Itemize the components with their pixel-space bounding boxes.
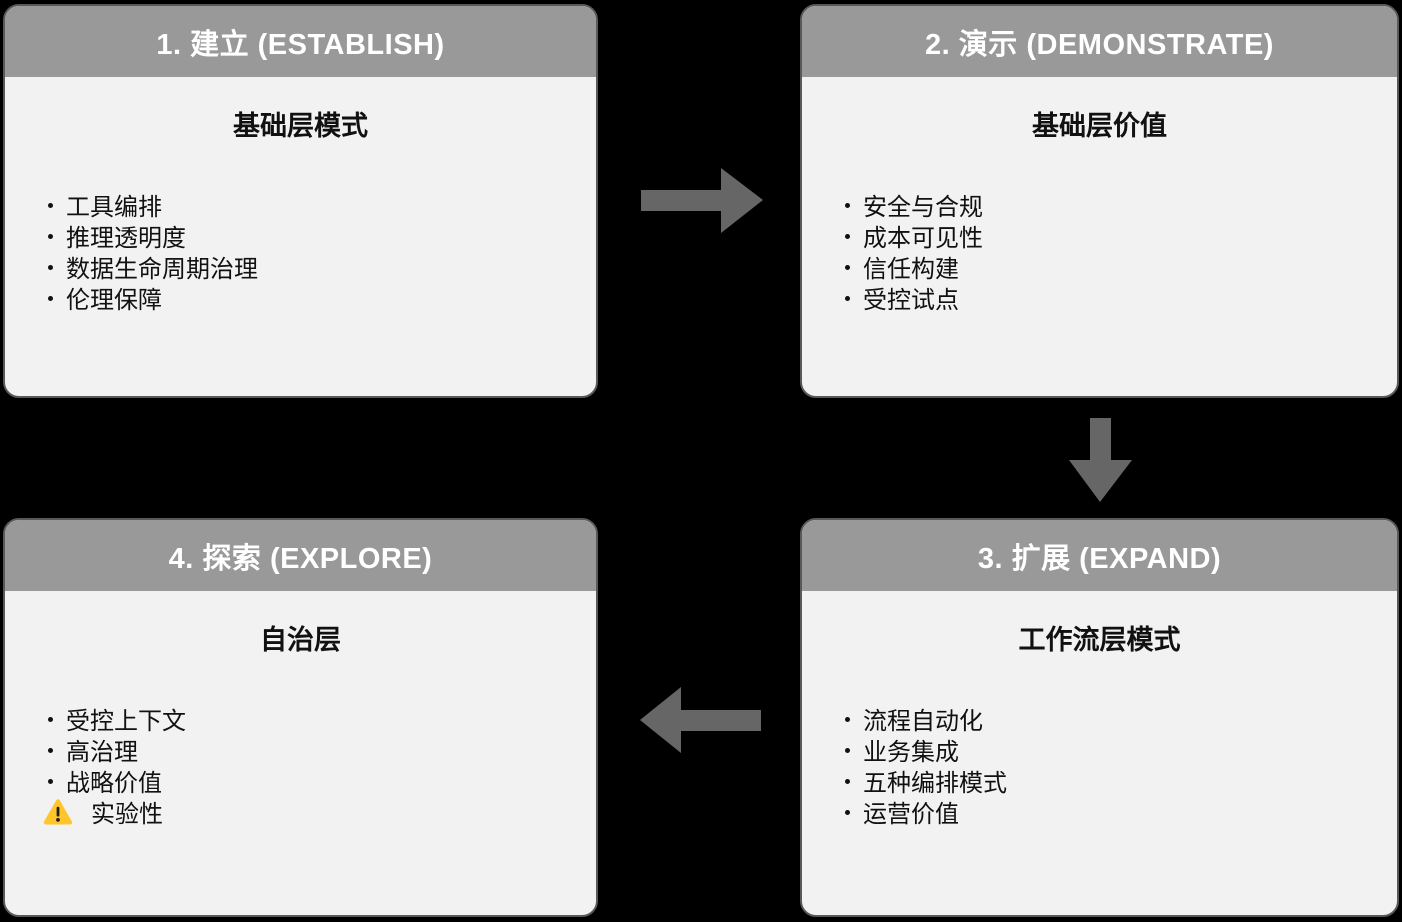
bullet-item: 业务集成: [840, 734, 1359, 766]
bullet-dot-icon: [48, 203, 53, 208]
bullet-item: 安全与合规: [840, 189, 1359, 221]
card-expand-body: 工作流层模式 流程自动化 业务集成 五种编排模式 运营价值: [802, 591, 1397, 828]
card-demonstrate-bullet-list: 安全与合规 成本可见性 信任构建 受控试点: [840, 189, 1359, 314]
bullet-dot-icon: [845, 717, 850, 722]
card-explore-title: 4. 探索 (EXPLORE): [168, 542, 433, 575]
bullet-dot-icon: [845, 234, 850, 239]
bullet-label: 受控上下文: [66, 708, 186, 735]
card-demonstrate-header: 2. 演示 (DEMONSTRATE): [802, 6, 1397, 77]
bullet-dot-icon: [48, 234, 53, 239]
card-establish-body: 基础层模式 工具编排 推理透明度 数据生命周期治理 伦理保障: [5, 77, 596, 314]
bullet-dot-icon: [48, 265, 53, 270]
card-establish-title: 1. 建立 (ESTABLISH): [156, 28, 445, 61]
bullet-dot-icon: [845, 265, 850, 270]
bullet-item: 受控上下文: [43, 703, 558, 735]
bullet-dot-icon: [845, 203, 850, 208]
bullet-label: 业务集成: [863, 739, 959, 766]
arrow-down-icon: [1069, 418, 1132, 502]
card-demonstrate-title: 2. 演示 (DEMONSTRATE): [925, 28, 1274, 61]
card-establish-header: 1. 建立 (ESTABLISH): [5, 6, 596, 77]
bullet-item: 成本可见性: [840, 220, 1359, 252]
bullet-label: 信任构建: [863, 256, 959, 283]
card-expand: 3. 扩展 (EXPAND) 工作流层模式 流程自动化 业务集成 五种编排模式: [800, 518, 1399, 917]
bullet-label: 成本可见性: [863, 225, 983, 252]
card-explore-header: 4. 探索 (EXPLORE): [5, 520, 596, 591]
bullet-dot-icon: [48, 717, 53, 722]
warning-triangle-icon: [43, 798, 73, 825]
bullet-label: 流程自动化: [863, 708, 983, 735]
bullet-item: 流程自动化: [840, 703, 1359, 735]
bullet-item: 高治理: [43, 734, 558, 766]
card-expand-header: 3. 扩展 (EXPAND): [802, 520, 1397, 591]
card-demonstrate-subtitle: 基础层价值: [1032, 111, 1167, 141]
bullet-label: 运营价值: [863, 801, 959, 828]
bullet-label: 五种编排模式: [863, 770, 1007, 797]
bullet-dot-icon: [845, 296, 850, 301]
bullet-label: 战略价值: [66, 770, 162, 797]
card-expand-title: 3. 扩展 (EXPAND): [977, 542, 1222, 575]
card-explore: 4. 探索 (EXPLORE) 自治层 受控上下文 高治理 战略价值: [3, 518, 598, 917]
bullet-item: 五种编排模式: [840, 765, 1359, 797]
bullet-label: 工具编排: [66, 194, 162, 221]
warning-bullet-label: 实验性: [91, 801, 163, 828]
bullet-dot-icon: [845, 779, 850, 784]
bullet-item: 战略价值: [43, 765, 558, 797]
bullet-item: 数据生命周期治理: [43, 251, 558, 283]
bullet-dot-icon: [48, 296, 53, 301]
arrow-right-icon: [641, 168, 763, 233]
bullet-label: 受控试点: [863, 287, 959, 314]
card-explore-body: 自治层 受控上下文 高治理 战略价值: [5, 591, 596, 828]
card-expand-bullet-list: 流程自动化 业务集成 五种编排模式 运营价值: [840, 703, 1359, 828]
card-expand-subtitle: 工作流层模式: [1018, 625, 1181, 655]
bullet-dot-icon: [845, 810, 850, 815]
bullet-dot-icon: [48, 779, 53, 784]
card-demonstrate-body: 基础层价值 安全与合规 成本可见性 信任构建 受控试点: [802, 77, 1397, 314]
bullet-item: 伦理保障: [43, 282, 558, 314]
bullet-label: 推理透明度: [66, 225, 186, 252]
bullet-dot-icon: [845, 748, 850, 753]
bullet-item: 受控试点: [840, 282, 1359, 314]
card-explore-subtitle: 自治层: [260, 625, 341, 655]
bullet-item: 推理透明度: [43, 220, 558, 252]
bullet-item: 工具编排: [43, 189, 558, 221]
card-establish-subtitle: 基础层模式: [233, 111, 368, 141]
arrow-left-icon: [640, 687, 761, 753]
card-explore-bullet-list: 受控上下文 高治理 战略价值 实验性: [43, 703, 558, 828]
card-establish: 1. 建立 (ESTABLISH) 基础层模式 工具编排 推理透明度 数据生命周…: [3, 4, 598, 398]
bullet-label: 数据生命周期治理: [66, 256, 258, 283]
bullet-item warning-row: 实验性: [43, 796, 558, 828]
card-demonstrate: 2. 演示 (DEMONSTRATE) 基础层价值 安全与合规 成本可见性 信任…: [800, 4, 1399, 398]
bullet-label: 伦理保障: [66, 287, 162, 314]
bullet-dot-icon: [48, 748, 53, 753]
card-establish-bullet-list: 工具编排 推理透明度 数据生命周期治理 伦理保障: [43, 189, 558, 314]
bullet-label: 高治理: [66, 739, 138, 766]
bullet-item: 信任构建: [840, 251, 1359, 283]
bullet-item: 运营价值: [840, 796, 1359, 828]
bullet-label: 安全与合规: [863, 194, 983, 221]
